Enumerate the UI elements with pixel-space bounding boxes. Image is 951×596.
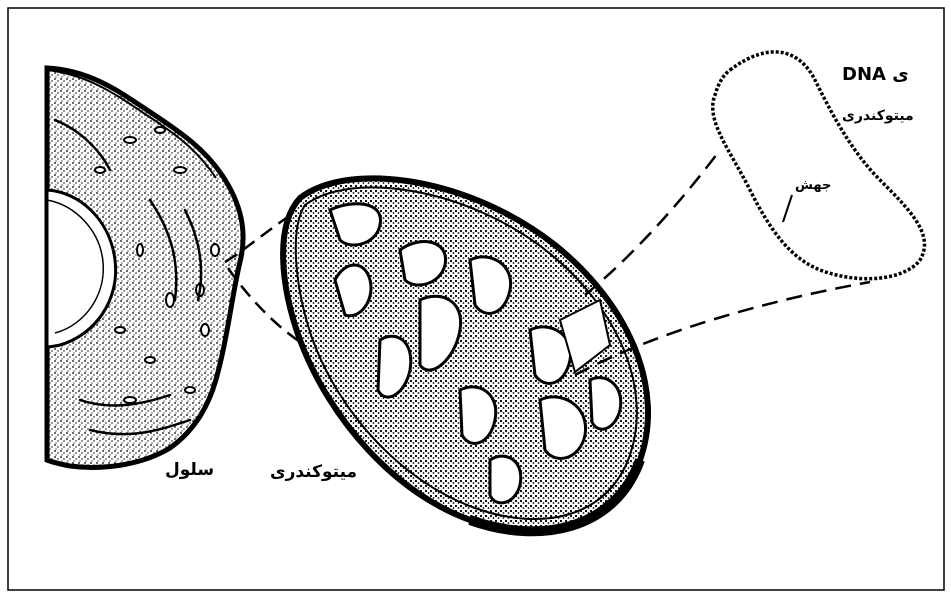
cell-label: سلول <box>165 460 214 480</box>
mutation-label: جهش <box>795 178 831 193</box>
mitochondrion-label: میتوکندری <box>270 462 357 482</box>
mutation-pointer <box>783 195 792 222</box>
mtdna-loop <box>713 52 925 279</box>
mtdna-label-line2: میتوکندری <box>842 108 914 124</box>
cell-illustration <box>47 68 243 467</box>
mtdna-label-line1: DNA ی <box>842 64 909 85</box>
